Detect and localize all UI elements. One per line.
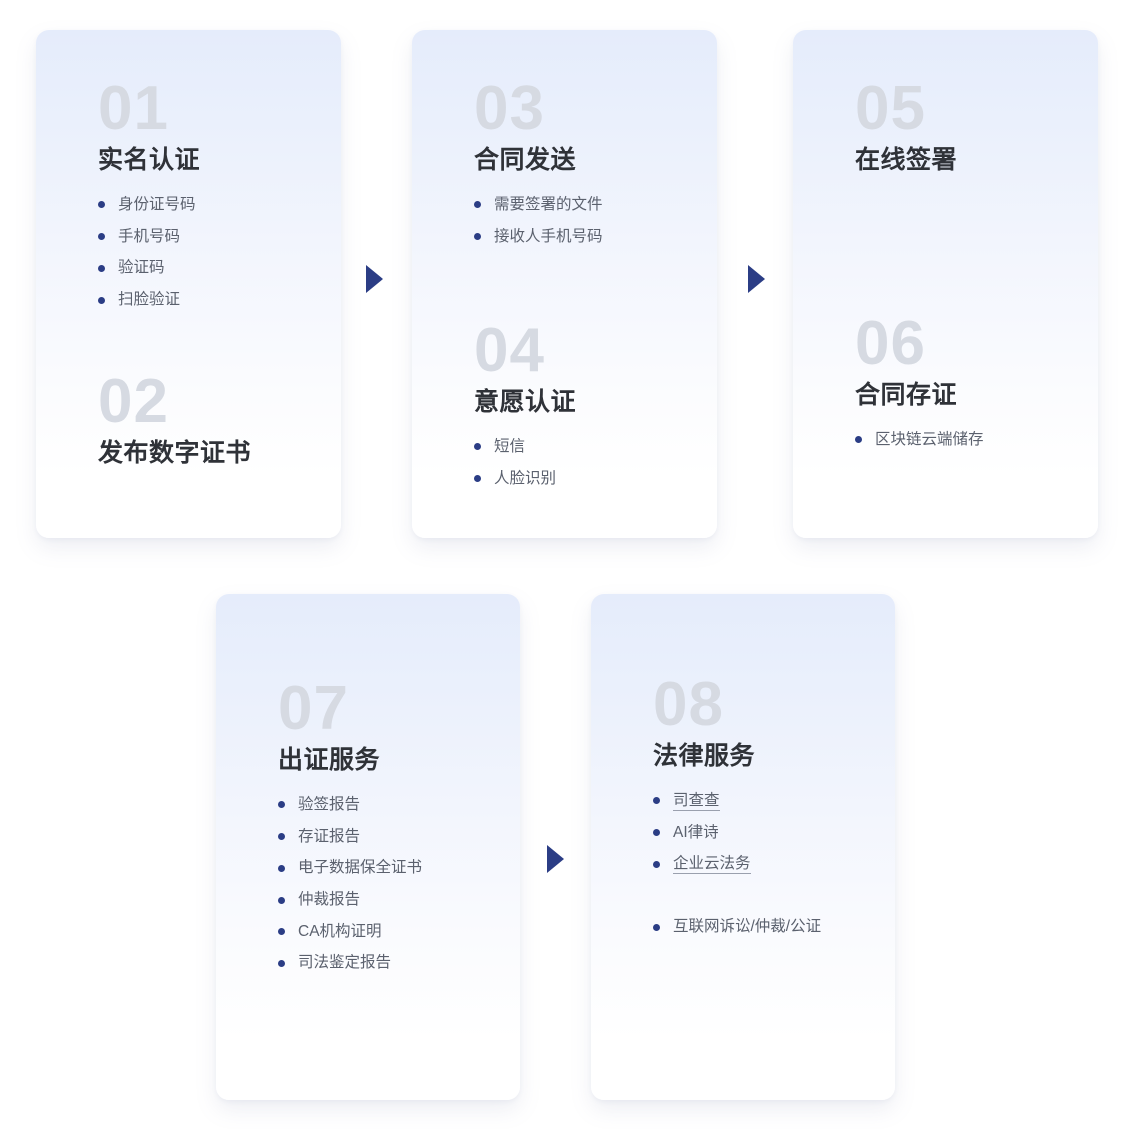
list-item[interactable]: 仲裁报告: [278, 884, 520, 916]
list-item[interactable]: 企业云法务: [653, 848, 895, 880]
flow-card-4[interactable]: 07 出证服务 验签报告 存证报告 电子数据保全证书 仲裁报告 CA机构证明 司…: [216, 594, 520, 1100]
arrow-right-icon: [547, 845, 564, 873]
flow-card-1[interactable]: 01 实名认证 身份证号码 手机号码 验证码 扫脸验证 02 发布数字证书: [36, 30, 341, 538]
flow-card-3[interactable]: 05 在线签署 06 合同存证 区块链云端储存: [793, 30, 1098, 538]
flow-step-06: 06 合同存证 区块链云端储存: [793, 309, 1098, 456]
step-number: 06: [855, 309, 926, 378]
list-item-label: 存证报告: [298, 827, 361, 845]
list-item[interactable]: 身份证号码: [98, 189, 341, 221]
step-number: 05: [855, 74, 926, 143]
list-item-label: 验签报告: [298, 795, 361, 813]
list-item-label: 扫脸验证: [118, 291, 181, 308]
step-number: 03: [474, 74, 545, 143]
list-item[interactable]: 手机号码: [98, 221, 341, 253]
arrow-right-icon: [366, 265, 383, 293]
list-item[interactable]: 司查查: [653, 785, 895, 817]
step-title: 实名认证: [98, 145, 201, 174]
list-item-label: 需要签署的文件: [494, 195, 603, 213]
flow-card-2[interactable]: 03 合同发送 需要签署的文件 接收人手机号码 04 意愿认证 短信 人脸识别: [412, 30, 717, 538]
bullet-dot-icon: [855, 436, 862, 444]
bullet-dot-icon: [278, 959, 285, 967]
list-item[interactable]: AI律诗: [653, 817, 895, 849]
step-bullet-list: 身份证号码 手机号码 验证码 扫脸验证: [98, 189, 341, 316]
list-item[interactable]: 司法鉴定报告: [278, 947, 520, 979]
flow-step-08: 08 法律服务 司查查 AI律诗 企业云法务 互联网诉讼/仲裁/公证: [591, 670, 895, 943]
list-item-label: AI律诗: [673, 823, 719, 841]
bullet-dot-icon: [474, 443, 481, 451]
step-number: 07: [278, 674, 349, 743]
list-item[interactable]: 扫脸验证: [98, 284, 341, 316]
list-item[interactable]: 验证码: [98, 252, 341, 284]
list-item[interactable]: 短信: [474, 431, 717, 463]
step-title: 合同存证: [855, 380, 958, 409]
bullet-dot-icon: [653, 923, 660, 931]
list-item-label: 区块链云端储存: [875, 430, 984, 448]
flow-step-02: 02 发布数字证书: [36, 367, 341, 468]
bullet-dot-icon: [653, 860, 660, 868]
bullet-dot-icon: [474, 233, 481, 241]
step-title: 发布数字证书: [98, 438, 252, 467]
flow-step-05: 05 在线签署: [793, 74, 1098, 175]
list-item-label: 手机号码: [118, 227, 181, 245]
flow-step-07: 07 出证服务 验签报告 存证报告 电子数据保全证书 仲裁报告 CA机构证明 司…: [216, 674, 520, 979]
flow-step-01: 01 实名认证 身份证号码 手机号码 验证码 扫脸验证: [36, 74, 341, 316]
list-item-label: 仲裁报告: [298, 891, 361, 908]
step-number: 08: [653, 670, 724, 739]
list-item-label: 验证码: [118, 259, 165, 277]
list-item-label: CA机构证明: [298, 922, 382, 940]
step-title: 法律服务: [653, 741, 756, 770]
bullet-dot-icon: [278, 801, 285, 809]
list-item[interactable]: 人脸识别: [474, 463, 717, 495]
step-bullet-list: 司查查 AI律诗 企业云法务 互联网诉讼/仲裁/公证: [653, 785, 895, 943]
bullet-dot-icon: [98, 201, 105, 209]
list-item[interactable]: 存证报告: [278, 821, 520, 853]
list-item-label: 身份证号码: [118, 195, 196, 213]
step-bullet-list: 短信 人脸识别: [474, 431, 717, 494]
list-item[interactable]: 电子数据保全证书: [278, 852, 520, 884]
bullet-dot-icon: [278, 833, 285, 841]
step-number: 04: [474, 316, 545, 385]
bullet-dot-icon: [653, 829, 660, 837]
flow-card-5[interactable]: 08 法律服务 司查查 AI律诗 企业云法务 互联网诉讼/仲裁/公证: [591, 594, 895, 1100]
list-item-label: 司法鉴定报告: [298, 954, 392, 972]
bullet-dot-icon: [98, 296, 105, 304]
step-number: 02: [98, 367, 169, 436]
step-title: 在线签署: [855, 145, 958, 174]
arrow-right-icon: [748, 265, 765, 293]
bullet-dot-icon: [278, 864, 285, 872]
list-item[interactable]: CA机构证明: [278, 916, 520, 948]
list-item[interactable]: 接收人手机号码: [474, 221, 717, 253]
bullet-dot-icon: [278, 896, 285, 904]
flow-step-04: 04 意愿认证 短信 人脸识别: [412, 316, 717, 494]
bullet-dot-icon: [653, 797, 660, 805]
list-item-label: 互联网诉讼/仲裁/公证: [673, 918, 822, 935]
list-item-label: 人脸识别: [494, 469, 557, 487]
list-item[interactable]: 互联网诉讼/仲裁/公证: [653, 911, 895, 943]
step-bullet-list: 验签报告 存证报告 电子数据保全证书 仲裁报告 CA机构证明 司法鉴定报告: [278, 789, 520, 979]
bullet-dot-icon: [474, 475, 481, 483]
step-title: 出证服务: [278, 745, 381, 774]
list-item-label: 接收人手机号码: [494, 227, 603, 245]
step-title: 意愿认证: [474, 387, 577, 416]
bullet-dot-icon: [98, 264, 105, 272]
step-bullet-list: 区块链云端储存: [855, 424, 1098, 456]
flow-step-03: 03 合同发送 需要签署的文件 接收人手机号码: [412, 74, 717, 252]
list-item-label: 电子数据保全证书: [298, 859, 423, 877]
list-item-label[interactable]: 企业云法务: [673, 855, 751, 875]
bullet-dot-icon: [278, 928, 285, 936]
list-item[interactable]: 需要签署的文件: [474, 189, 717, 221]
list-item-label[interactable]: 司查查: [673, 791, 720, 811]
step-number: 01: [98, 74, 169, 143]
list-item-label: 短信: [494, 437, 526, 455]
list-item[interactable]: 验签报告: [278, 789, 520, 821]
step-title: 合同发送: [474, 145, 577, 174]
bullet-dot-icon: [474, 201, 481, 209]
list-item[interactable]: 区块链云端储存: [855, 424, 1098, 456]
step-bullet-list: 需要签署的文件 接收人手机号码: [474, 189, 717, 252]
bullet-dot-icon: [98, 233, 105, 241]
